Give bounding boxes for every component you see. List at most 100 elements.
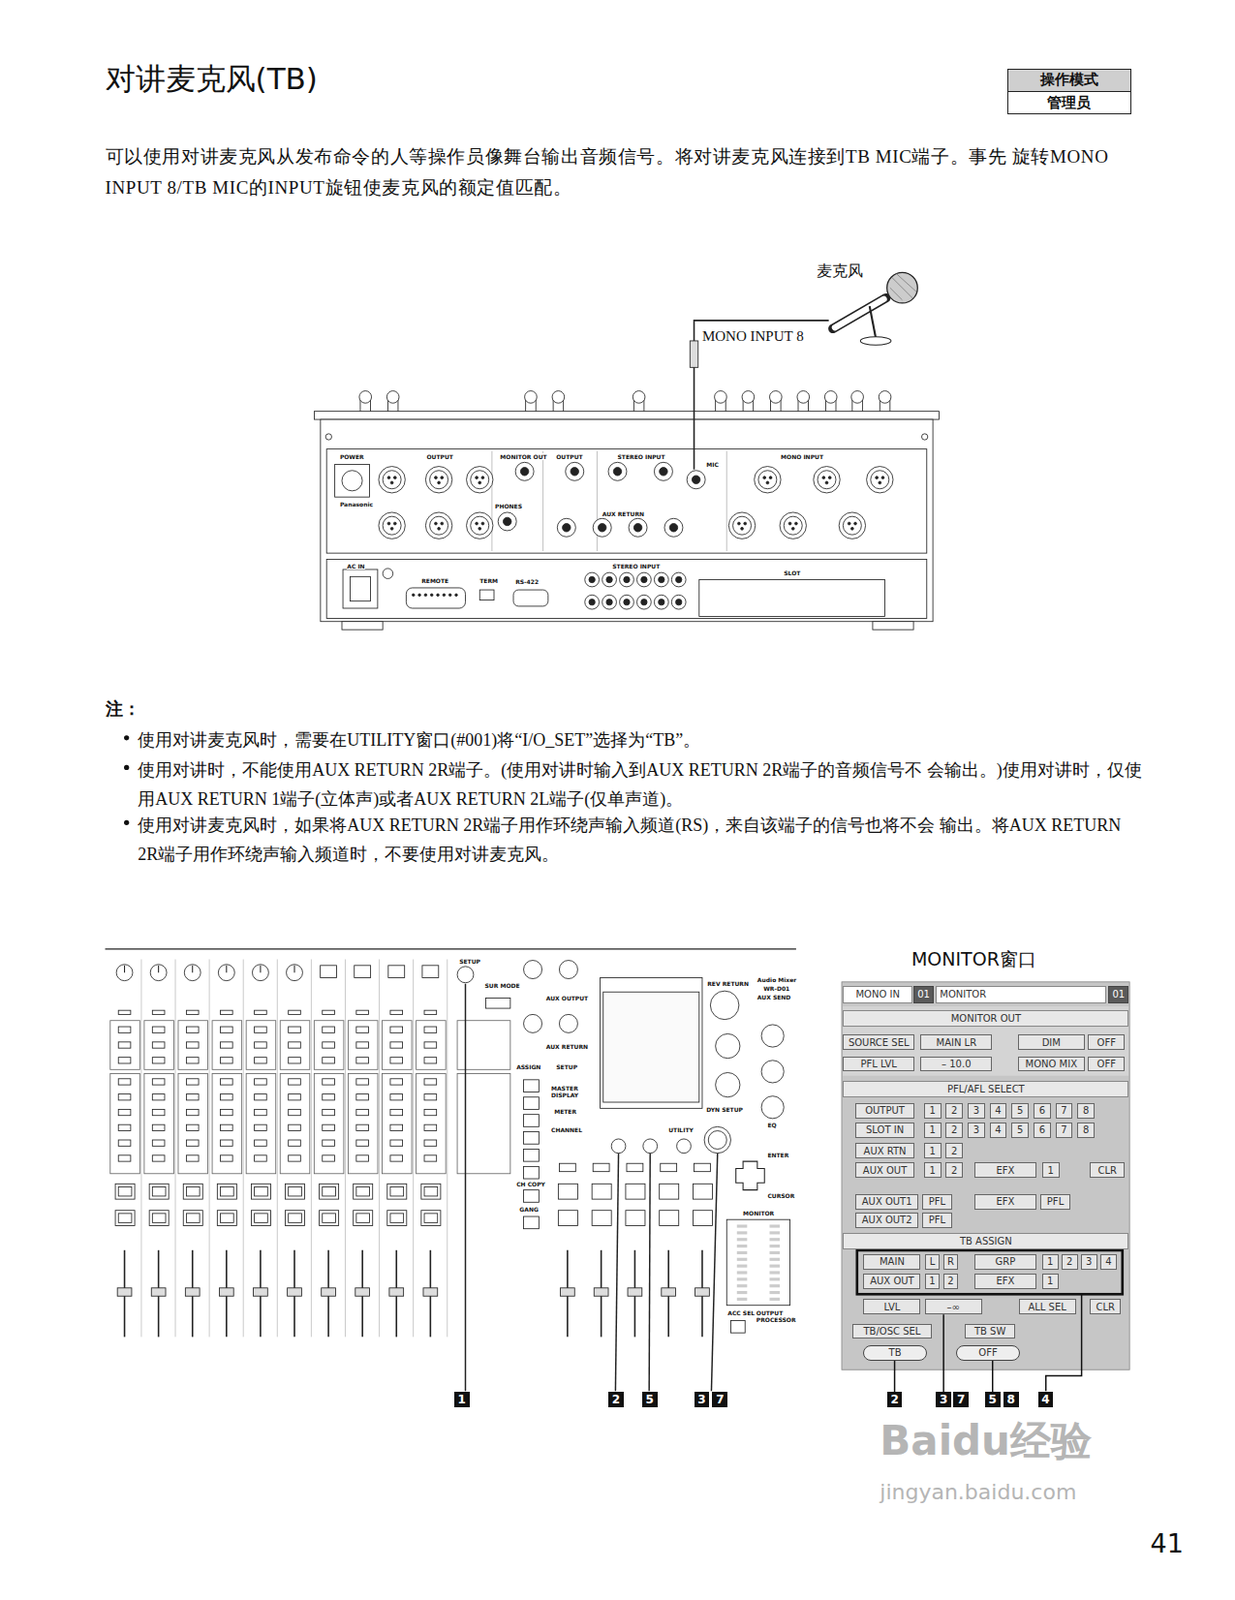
led-button bbox=[254, 1094, 268, 1101]
d-sub-pin bbox=[418, 593, 422, 597]
screen-button: 1 bbox=[1042, 1273, 1059, 1290]
rca-jack bbox=[619, 594, 635, 610]
display-screen bbox=[603, 991, 700, 1103]
button-face bbox=[152, 1186, 166, 1196]
screen-button: AUX OUT bbox=[863, 1273, 921, 1290]
bullet bbox=[123, 765, 129, 771]
toggle-button: TB bbox=[863, 1345, 927, 1361]
button-group bbox=[178, 1020, 209, 1071]
meter-segment bbox=[737, 1224, 748, 1228]
toggle-button: OFF bbox=[956, 1345, 1019, 1361]
button-text: TB SW bbox=[974, 1326, 1006, 1337]
meter-segment bbox=[770, 1258, 781, 1262]
d-sub-pin bbox=[424, 593, 428, 597]
foot bbox=[872, 621, 914, 630]
screen-button: TB SW bbox=[964, 1324, 1017, 1340]
button-group bbox=[178, 1074, 209, 1174]
button-text: EFX bbox=[995, 1196, 1015, 1207]
rca-jack bbox=[671, 594, 686, 610]
button-text: –∞ bbox=[946, 1301, 959, 1313]
screen-button: PFL bbox=[922, 1212, 954, 1229]
led-button bbox=[424, 1026, 437, 1033]
mic-head bbox=[887, 272, 919, 304]
screen-button: 8 bbox=[1077, 1103, 1095, 1119]
button-face bbox=[118, 1213, 132, 1223]
acc-pfl-button bbox=[625, 1183, 646, 1200]
xlr-pin bbox=[743, 522, 747, 525]
button-text: OFF bbox=[1097, 1037, 1116, 1049]
xlr-pin bbox=[791, 526, 795, 530]
button-group bbox=[382, 1020, 413, 1071]
button-text: 4 bbox=[1105, 1256, 1112, 1267]
xlr-pin bbox=[437, 526, 441, 530]
panel-marking: METER bbox=[554, 1108, 577, 1115]
meter-segment bbox=[737, 1277, 748, 1281]
meter-segment bbox=[737, 1251, 748, 1255]
callout-number: 4 bbox=[1041, 1393, 1050, 1407]
panel-marking: ACC SEL bbox=[727, 1309, 755, 1317]
button-text: 2 bbox=[951, 1165, 958, 1176]
jack-hole bbox=[633, 524, 642, 532]
panel-marking: SETUP bbox=[555, 1063, 578, 1071]
screen-button: PFL bbox=[1040, 1194, 1072, 1210]
xlr-connector bbox=[754, 466, 781, 494]
led-button bbox=[322, 1094, 336, 1101]
led-button bbox=[219, 1057, 233, 1064]
intro-paragraph: 可以使用对讲麦克风从发布命令的人等操作员像舞台输出音频信号。将对讲麦克风连接到T… bbox=[105, 141, 1127, 203]
xlr-pin bbox=[475, 522, 479, 525]
button-text: MONO MIX bbox=[1025, 1058, 1078, 1070]
led-button bbox=[390, 1109, 403, 1115]
acc-pfl-button bbox=[149, 1183, 169, 1200]
page-number-box: 01 bbox=[1108, 986, 1129, 1004]
callout-number: 2 bbox=[608, 1391, 624, 1408]
acc-pfl-button bbox=[216, 1183, 237, 1200]
button-text: PFL/AFL SELECT bbox=[947, 1083, 1025, 1095]
screen-button: – 10.0 bbox=[920, 1056, 992, 1073]
led-button bbox=[390, 1140, 403, 1146]
rca-jack bbox=[602, 572, 618, 587]
button-text: 1 bbox=[928, 1105, 935, 1116]
button-face bbox=[390, 1186, 404, 1196]
callout-number: 7 bbox=[711, 1391, 728, 1408]
strip-separator bbox=[277, 958, 278, 1337]
button-text: AUX RTN bbox=[864, 1145, 907, 1157]
screen-button: PFL bbox=[922, 1194, 954, 1210]
meter-segment bbox=[770, 1231, 781, 1235]
xlr-pin bbox=[390, 526, 394, 530]
button-text: SOURCE SEL bbox=[848, 1037, 910, 1049]
button-text: 2 bbox=[951, 1105, 958, 1116]
assign-button bbox=[524, 1097, 540, 1111]
button-text: 1 bbox=[928, 1165, 935, 1176]
panel-marking: AUX RETURN bbox=[546, 1043, 588, 1050]
button-face bbox=[219, 1186, 234, 1196]
button-text: 8 bbox=[1082, 1124, 1089, 1136]
knob bbox=[524, 960, 543, 980]
led-button bbox=[356, 1079, 370, 1085]
screen-button: 6 bbox=[1033, 1103, 1051, 1119]
callout-number: 2 bbox=[612, 1393, 620, 1407]
xlr-connector bbox=[466, 466, 494, 494]
jack bbox=[653, 462, 673, 481]
led-button bbox=[356, 1109, 370, 1115]
signal-led bbox=[288, 1010, 302, 1015]
fader-cap bbox=[661, 1288, 677, 1297]
led-button bbox=[322, 1124, 336, 1131]
title-field: MONITOR bbox=[935, 986, 1107, 1004]
ch-button bbox=[354, 965, 371, 979]
panel-marking: PHONES bbox=[494, 502, 523, 510]
button-group bbox=[313, 1020, 344, 1071]
screen-button: SLOT IN bbox=[855, 1122, 915, 1139]
xlr-pin bbox=[738, 522, 741, 525]
xlr-inner bbox=[842, 516, 862, 535]
assign-button bbox=[524, 1166, 540, 1179]
panel-marking: TERM bbox=[479, 577, 498, 585]
panel-marking: MONITOR bbox=[742, 1209, 774, 1217]
sur-mode-button bbox=[486, 998, 511, 1010]
rca-jack bbox=[585, 594, 600, 610]
on-button bbox=[387, 1210, 407, 1227]
xlr-pin bbox=[741, 526, 744, 530]
led-button bbox=[254, 1042, 268, 1049]
callout-number: 3 bbox=[697, 1393, 706, 1407]
led-button bbox=[185, 1079, 199, 1085]
screen-button: 7 bbox=[1055, 1122, 1074, 1139]
